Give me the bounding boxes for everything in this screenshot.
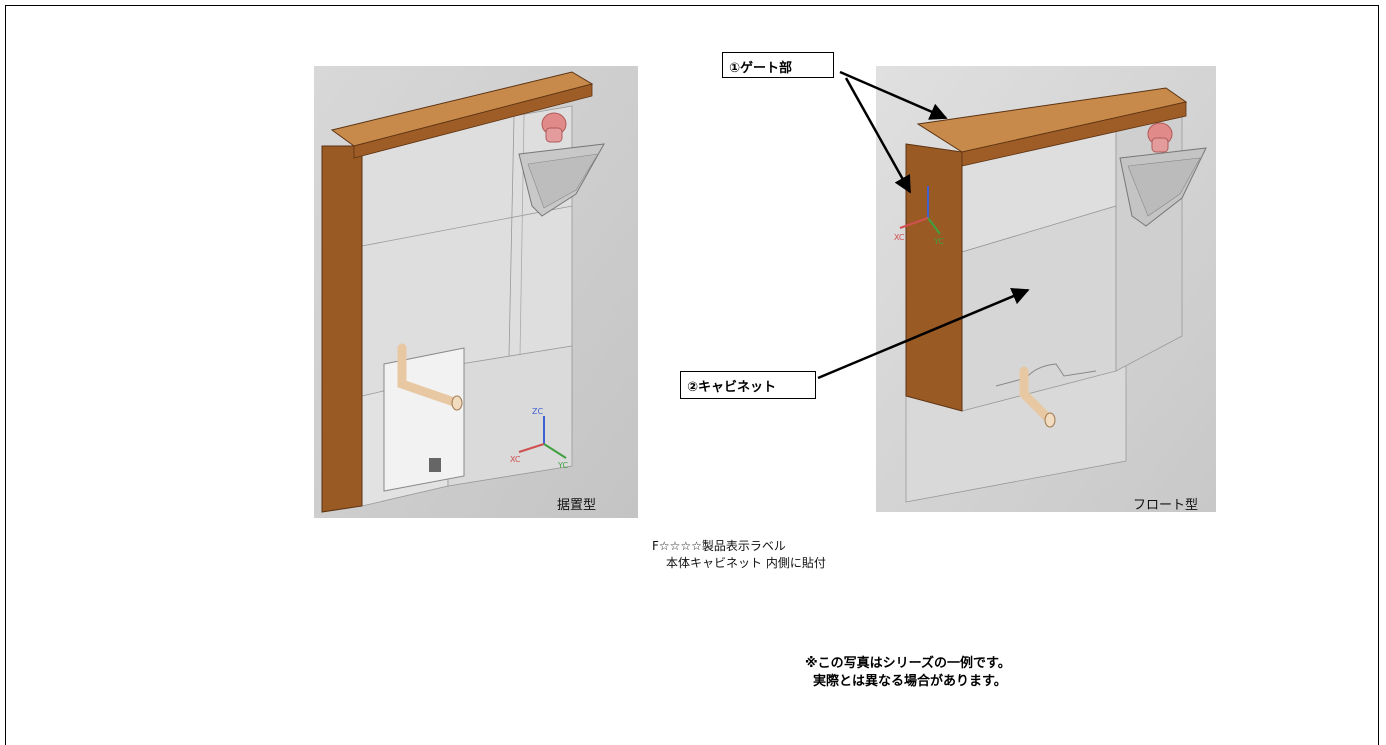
- disclaimer-line1: ※この写真はシリーズの一例です。: [805, 656, 1011, 671]
- axis-label-x-right: XC: [894, 233, 905, 242]
- callout-cabinet: ②キャビネット: [680, 371, 816, 399]
- photo-standing-type: ZC XC YC: [314, 66, 638, 518]
- disclaimer-line2: 実際とは異なる場合があります。: [813, 674, 1007, 689]
- label-note-line2: 本体キャビネット 内側に貼付: [666, 556, 826, 570]
- caption-float-type: フロート型: [1133, 498, 1199, 513]
- photo-float-type: XC YC: [876, 66, 1216, 512]
- axis-label-x: XC: [510, 455, 521, 464]
- axis-label-y: YC: [557, 461, 568, 470]
- label-note: F☆☆☆☆製品表示ラベル 本体キャビネット 内側に貼付: [652, 538, 826, 572]
- disclaimer: ※この写真はシリーズの一例です。 実際とは異なる場合があります。: [805, 655, 1011, 691]
- axis-label-y-right: YC: [933, 237, 944, 246]
- axis-label-z: ZC: [532, 407, 543, 416]
- callout-gate: ①ゲート部: [722, 52, 834, 78]
- standing-cabinet-render: ZC XC YC: [314, 66, 638, 518]
- page-frame: [5, 5, 1379, 745]
- caption-standing-type: 据置型: [557, 498, 597, 513]
- label-note-line1: F☆☆☆☆製品表示ラベル: [652, 539, 786, 553]
- float-cabinet-render: XC YC: [876, 66, 1216, 512]
